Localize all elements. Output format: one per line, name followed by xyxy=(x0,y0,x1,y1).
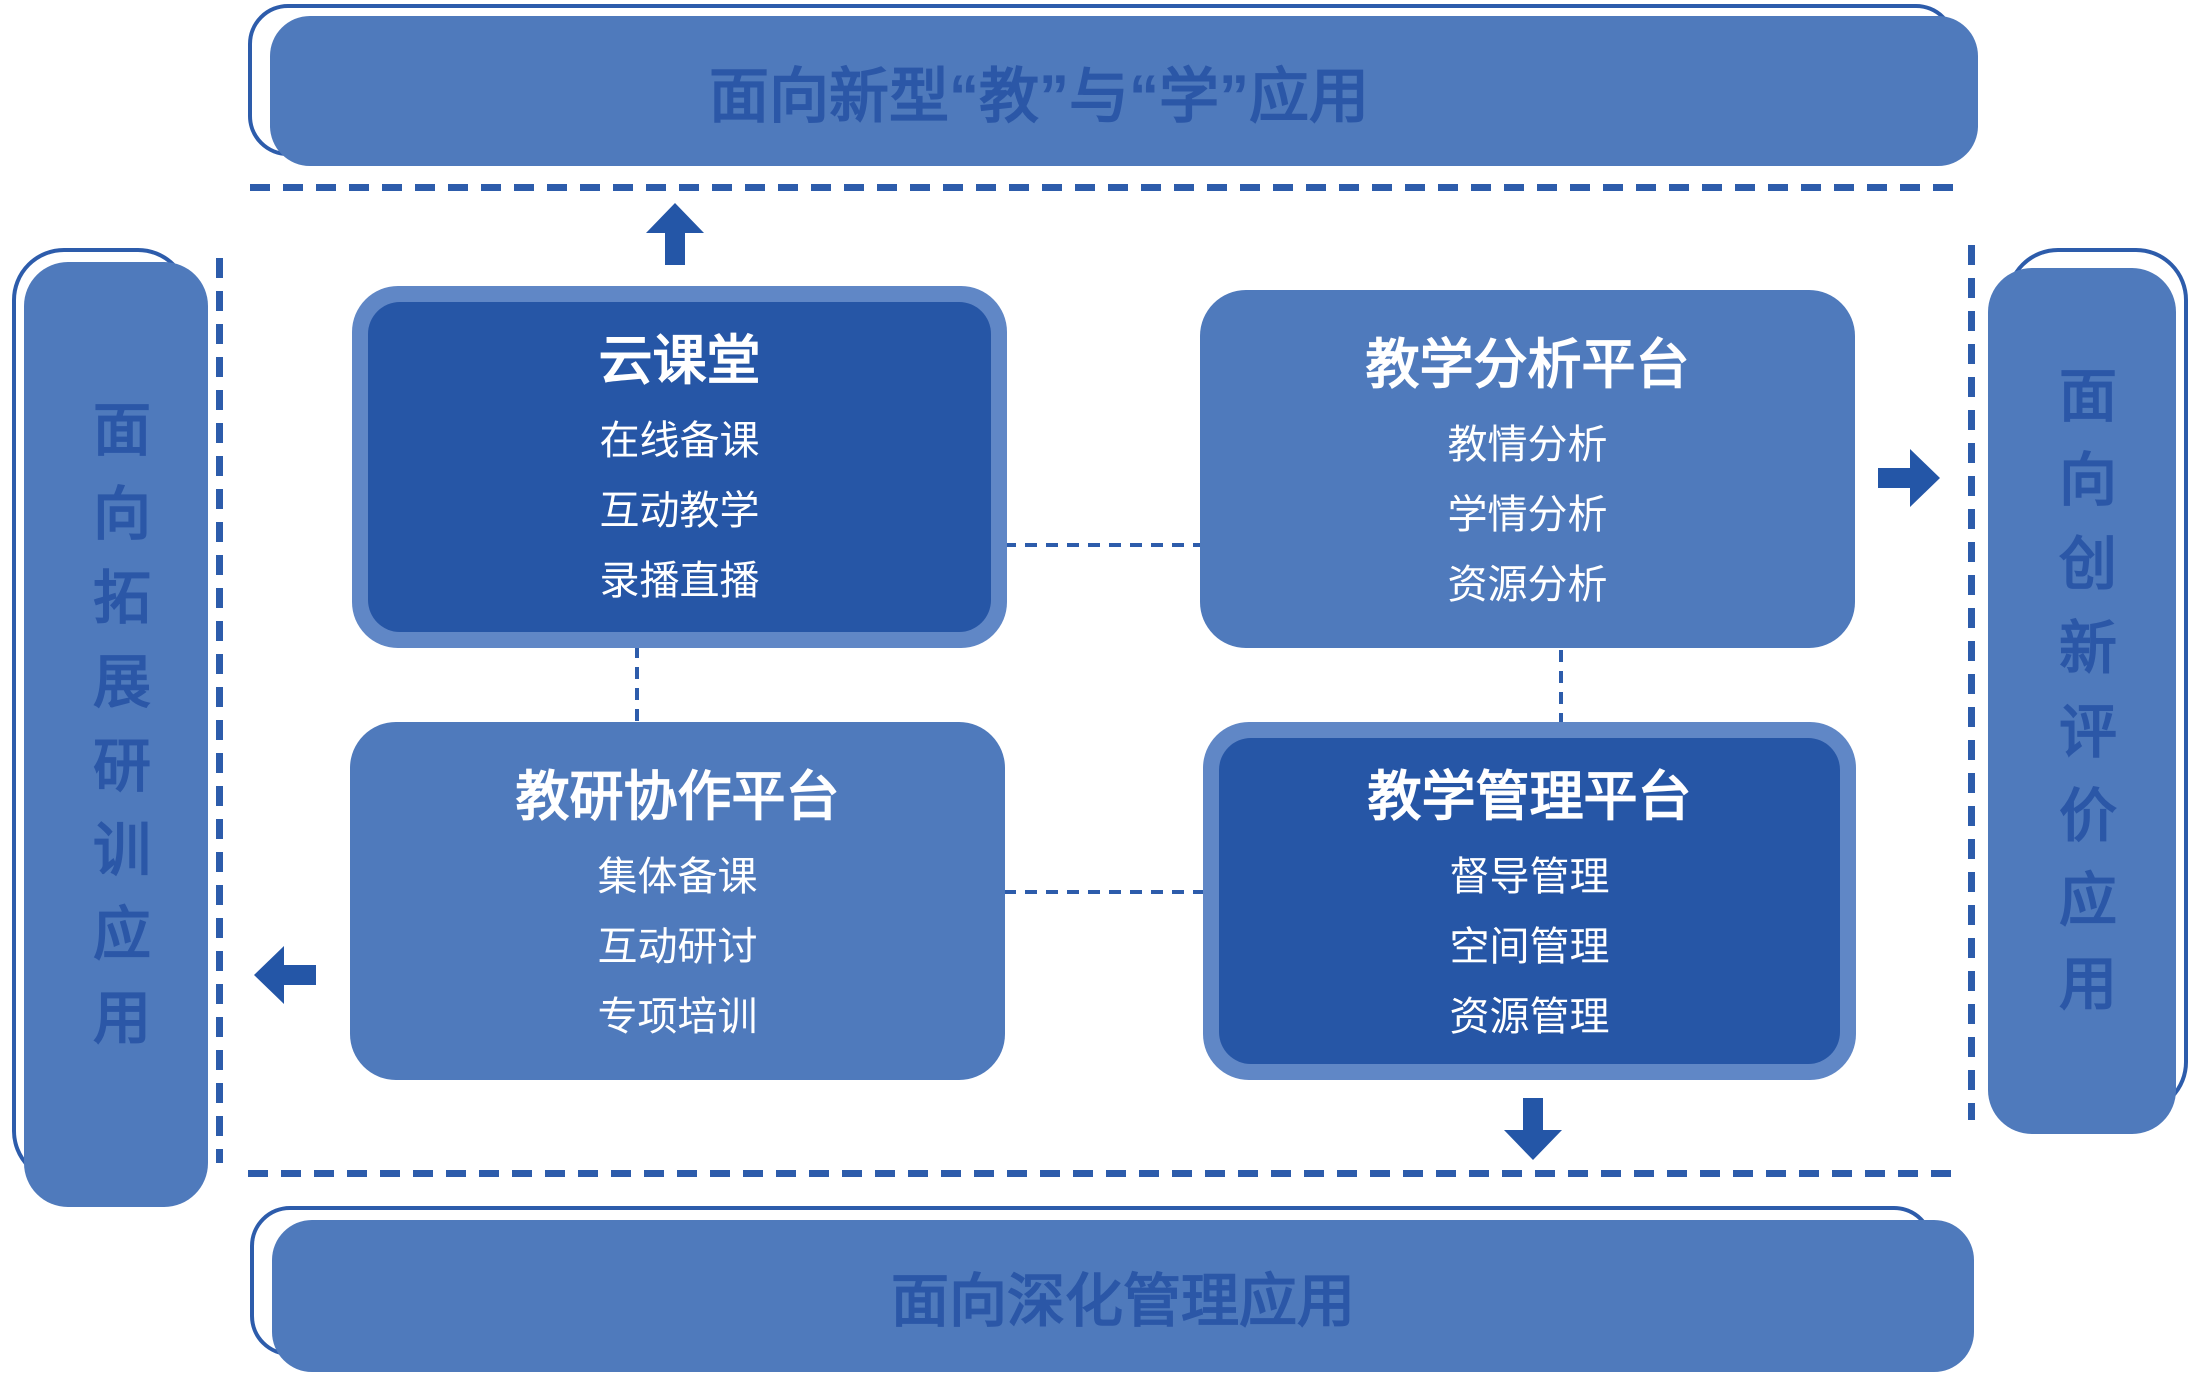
arrow-right-icon xyxy=(1878,449,1940,507)
card-item: 专项培训 xyxy=(597,995,758,1039)
card-item: 资源管理 xyxy=(1449,995,1610,1039)
dashed-rail-right xyxy=(1968,245,1975,1120)
card-item: 督导管理 xyxy=(1449,855,1610,899)
platform-card-cloud-classroom: 云课堂 在线备课 互动教学 录播直播 xyxy=(352,286,1007,648)
platform-card-teaching-analysis: 教学分析平台 教情分析 学情分析 资源分析 xyxy=(1200,290,1855,648)
card-title: 教学管理平台 xyxy=(1367,767,1692,827)
platform-card-cloud-classroom-body: 云课堂 在线备课 互动教学 录播直播 xyxy=(368,302,991,632)
connector-cloud-to-analysis xyxy=(1004,543,1202,547)
platform-card-teaching-management-body: 教学管理平台 督导管理 空间管理 资源管理 xyxy=(1219,738,1840,1064)
platform-card-teaching-management: 教学管理平台 督导管理 空间管理 资源管理 xyxy=(1203,722,1856,1080)
card-item: 学情分析 xyxy=(1447,493,1608,537)
right-banner: 面向创新评价应用 xyxy=(1988,268,2176,1134)
connector-cloud-to-collab xyxy=(635,646,639,724)
right-banner-label: 面向创新评价应用 xyxy=(2050,365,2115,1037)
card-title: 教研协作平台 xyxy=(515,767,840,827)
connector-analysis-to-management xyxy=(1559,650,1563,735)
card-item: 空间管理 xyxy=(1449,925,1610,969)
arrow-left-icon xyxy=(254,946,316,1004)
card-item: 互动教学 xyxy=(599,489,760,533)
card-item: 在线备课 xyxy=(599,419,760,463)
dashed-rail-top xyxy=(250,184,1955,191)
left-banner-label: 面向拓展研训应用 xyxy=(84,398,149,1071)
arrow-up-icon xyxy=(646,203,704,265)
card-item: 集体备课 xyxy=(597,855,758,899)
card-item: 资源分析 xyxy=(1447,563,1608,607)
arrow-down-icon xyxy=(1504,1098,1562,1160)
card-item: 录播直播 xyxy=(599,559,760,603)
connector-collab-to-management xyxy=(1004,890,1204,894)
card-title: 云课堂 xyxy=(598,331,761,391)
dashed-rail-bottom xyxy=(248,1170,1955,1177)
card-item: 教情分析 xyxy=(1447,423,1608,467)
top-banner-label: 面向新型“教”与“学”应用 xyxy=(709,62,1369,130)
card-title: 教学分析平台 xyxy=(1365,335,1690,395)
bottom-banner-label: 面向深化管理应用 xyxy=(890,1269,1355,1334)
card-item: 互动研讨 xyxy=(597,925,758,969)
platform-card-research-collab: 教研协作平台 集体备课 互动研讨 专项培训 xyxy=(350,722,1005,1080)
left-banner: 面向拓展研训应用 xyxy=(24,262,208,1207)
bottom-banner: 面向深化管理应用 xyxy=(272,1220,1974,1372)
top-banner: 面向新型“教”与“学”应用 xyxy=(270,16,1978,166)
dashed-rail-left xyxy=(216,258,223,1163)
